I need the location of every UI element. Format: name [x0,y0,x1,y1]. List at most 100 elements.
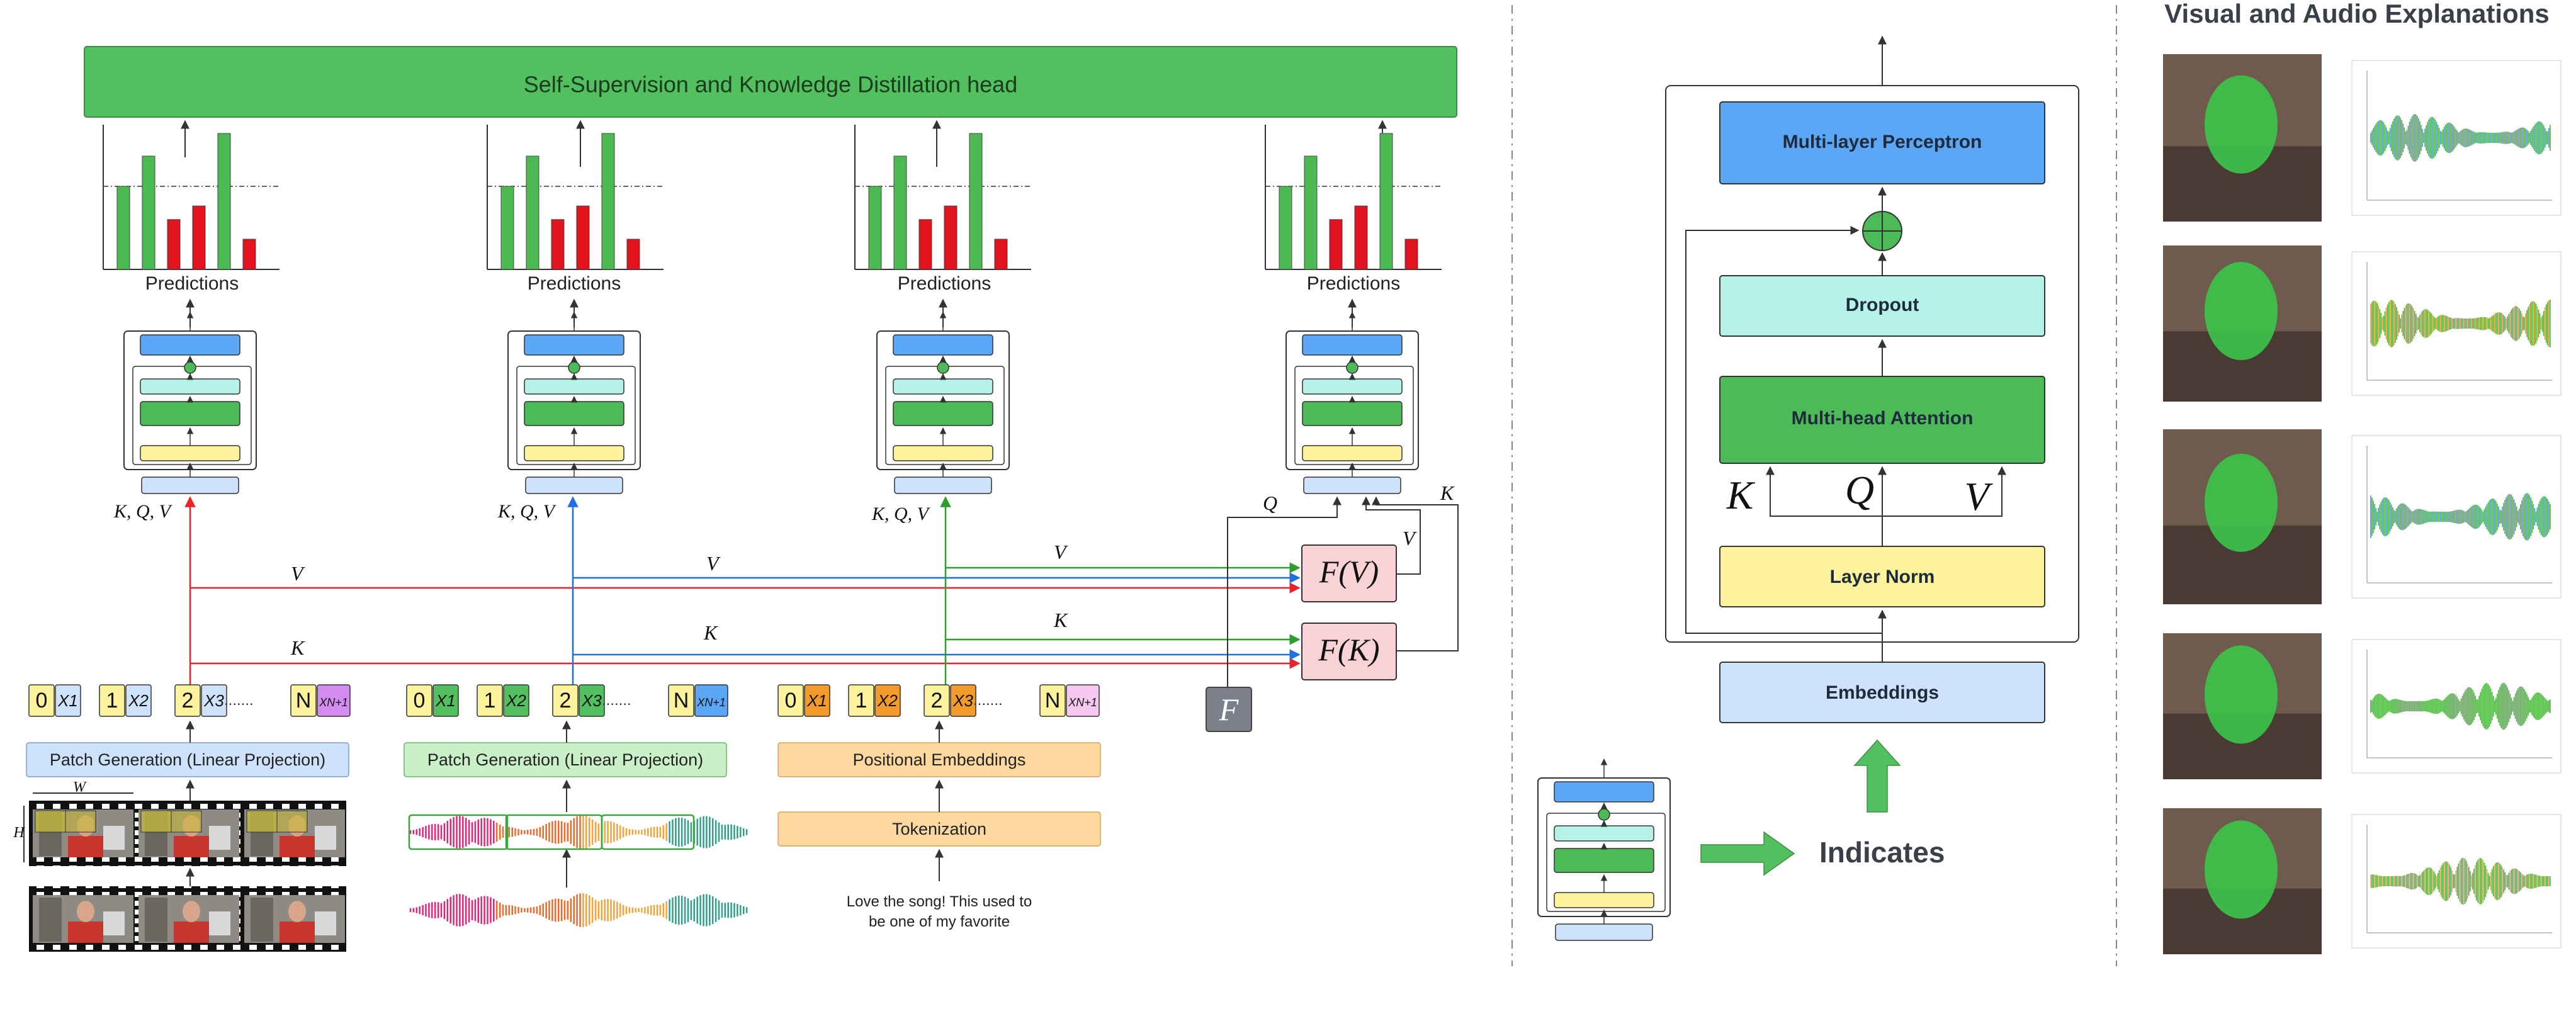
mlp-label: Multi-layer Perceptron [1783,132,1982,152]
token-index-box [777,684,804,717]
patch-highlight [246,810,278,833]
token-patch-label: X1 [435,691,456,710]
mini-mlp [524,334,624,356]
mini-add [1346,361,1359,374]
fk-box [1301,623,1397,680]
mini-dropout [893,378,993,395]
visual-patch-box [26,742,349,777]
line-letters: V K V K V K Q V K [290,482,1455,659]
letter-v-blue: V [706,552,721,575]
token-index-box [174,684,201,717]
frame-person-head [183,901,200,922]
prediction-chart [103,125,280,270]
letter-k-green: K [1053,609,1068,631]
token-patch-box [503,684,529,717]
token-patch-box [874,684,901,717]
fusion-function-boxes: F(V) F(K) F [1206,544,1397,732]
explanation-face-mask [2205,262,2278,361]
frame-person-body [280,922,315,943]
sentence-line-2: be one of my favorite [869,913,1010,930]
frame-person-body [280,836,315,857]
token-index: N [296,689,312,713]
mini-add [184,361,196,374]
token-patch-label: X2 [506,691,526,710]
attention-block [1719,376,2045,464]
chart-bar [1354,205,1368,270]
token-index: 2 [560,689,572,713]
chart-bar [1304,155,1318,270]
letter-k-fused: K [1440,482,1455,504]
mlp-block [1719,101,2045,184]
chart-bar [969,133,983,270]
f-box [1206,687,1252,732]
mini-attention [1554,848,1654,873]
token-index-box [668,684,694,717]
explanation-row [2163,808,2562,954]
frame-person-body [68,922,103,943]
visual-patch-label: Patch Generation (Linear Projection) [50,750,325,769]
patch-highlight [171,810,202,833]
mini-transformer-encoders [123,311,1419,494]
embeddings-block [1719,662,2045,723]
prediction-chart [487,125,664,270]
token-patch-label: X1 [57,691,78,710]
explanation-row [2163,245,2562,402]
letter-v-fused: V [1403,527,1417,550]
predictions-label-visual: Predictions [145,273,239,294]
frame-person-head [77,901,94,922]
token-patch-label: XN+1 [1068,696,1097,709]
chart-bar [601,133,615,270]
mini-dropout [1554,825,1654,842]
h-label: H [13,825,25,841]
mini-attention [893,401,993,426]
embeddings-label: Embeddings [1826,682,1939,703]
audio-patch-box [404,742,727,777]
frame-person-body [174,836,209,857]
chart-bar [868,186,882,270]
mini-embeddings [1555,923,1653,941]
letter-q-fused: Q [1263,492,1277,514]
detail-v: V [1964,474,1993,519]
predictions-label-fused: Predictions [1307,273,1400,294]
token-dots: ........ [597,692,631,709]
token-dots: ........ [220,692,253,709]
chart-bar [116,186,130,270]
predictions-label-text: Predictions [898,273,991,294]
token-patch-box [950,684,976,717]
frame-chair [209,911,230,935]
chart-bar [1279,186,1292,270]
explanation-row [2163,633,2562,779]
mini-encoder [876,311,1010,494]
token-index: 2 [182,689,194,713]
input-sentence: Love the song! This used to be one of my… [847,893,1032,930]
mini-encoder [507,311,641,494]
waveform [409,893,748,927]
prediction-chart [1265,125,1442,270]
sentence-line-1: Love the song! This used to [847,893,1032,910]
prediction-chart [854,125,1031,270]
token-patch-box [201,684,227,717]
token-patch-label: X3 [952,691,973,710]
fv-label: F(V) [1319,554,1379,589]
mini-add [1598,808,1610,821]
chart-bar [918,219,932,270]
chart-bar [142,155,155,270]
mini-layernorm [524,445,624,461]
frame-strip [29,801,346,866]
patch-highlight [65,810,96,833]
letter-k-red: K [290,636,305,659]
token-index: 0 [414,689,426,713]
mini-mlp [1554,781,1654,803]
mini-mlp [1302,334,1403,356]
frame-chair [209,826,230,850]
mini-layernorm [893,445,993,461]
wave-patch-box [601,814,695,850]
token-index-box [406,684,432,717]
explanation-face-mask [2205,453,2278,552]
mini-embeddings [525,476,623,494]
token-patch-label: X3 [203,691,224,710]
f-label: F [1219,692,1239,727]
